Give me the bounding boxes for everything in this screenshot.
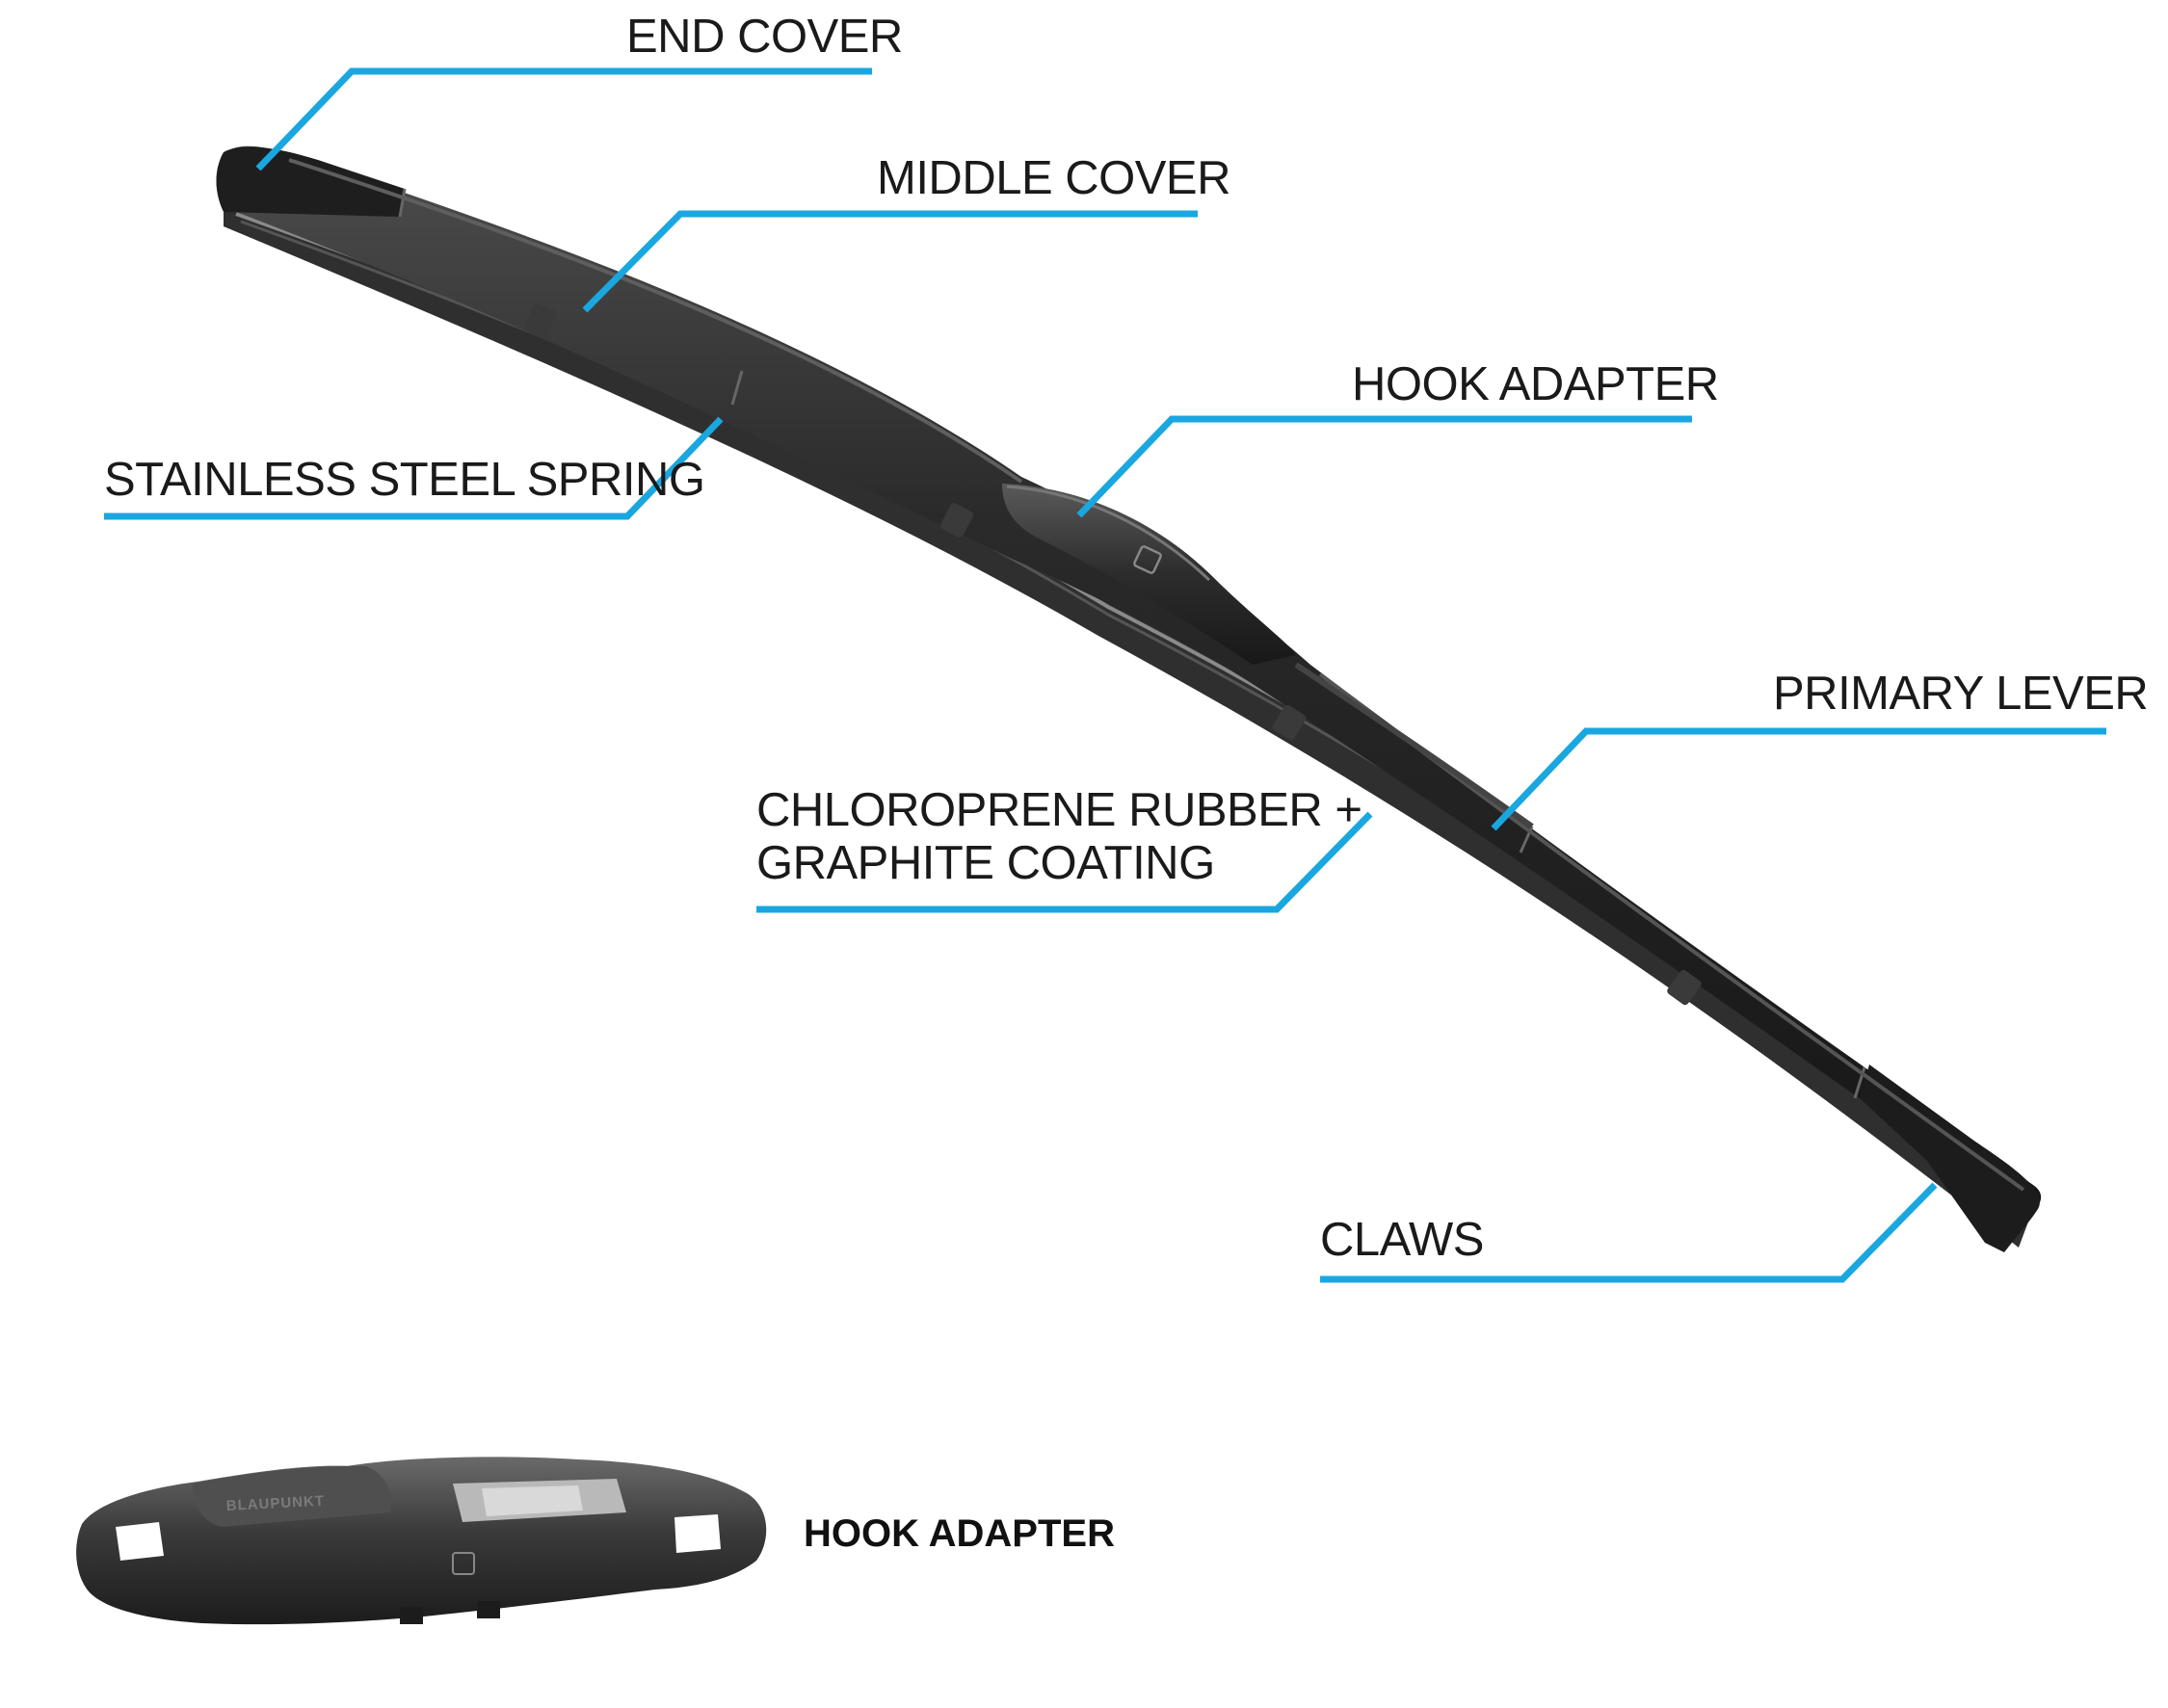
callout-spring (104, 416, 724, 520)
end-cover-left (216, 146, 405, 217)
rubber-strip (224, 202, 2033, 1248)
inset-brand-mark: BLAUPUNKT (225, 1493, 325, 1514)
inset-caption: HOOK ADAPTER (804, 1512, 1115, 1555)
claw (1272, 704, 1307, 741)
label-end-cover: END COVER (626, 11, 903, 63)
hook-adapter (1002, 484, 1296, 665)
blade-body (216, 145, 2042, 1216)
wiper-blade (216, 145, 2042, 1252)
stainless-steel-spring (235, 212, 2025, 1218)
label-rubber-line2: GRAPHITE COATING (756, 837, 1215, 889)
label-stainless-steel-spring: STAINLESS STEEL SPRING (104, 454, 705, 506)
end-cover-right (1860, 1064, 2040, 1252)
claw (524, 303, 557, 338)
callout-lines (104, 67, 2106, 1283)
label-rubber-line1: CHLOROPRENE RUBBER + (756, 784, 1362, 836)
callout-primary-lever (1491, 727, 2106, 831)
label-claws: CLAWS (1320, 1214, 1484, 1266)
label-rubber: CHLOROPRENE RUBBER + GRAPHITE COATING (756, 784, 1362, 890)
label-middle-cover: MIDDLE COVER (877, 152, 1231, 204)
label-hook-adapter: HOOK ADAPTER (1352, 358, 1719, 410)
callout-hook-adapter (1076, 415, 1692, 518)
claw (939, 503, 974, 538)
callout-end-cover (255, 67, 872, 171)
inset-adapter-body (76, 1457, 767, 1625)
claw (1667, 969, 1702, 1006)
label-primary-lever: PRIMARY LEVER (1773, 668, 2149, 720)
callout-rubber (756, 811, 1373, 913)
callout-claws (1320, 1182, 1938, 1283)
hook-adapter-inset: BLAUPUNKT (76, 1457, 767, 1625)
callout-middle-cover (582, 210, 1198, 313)
